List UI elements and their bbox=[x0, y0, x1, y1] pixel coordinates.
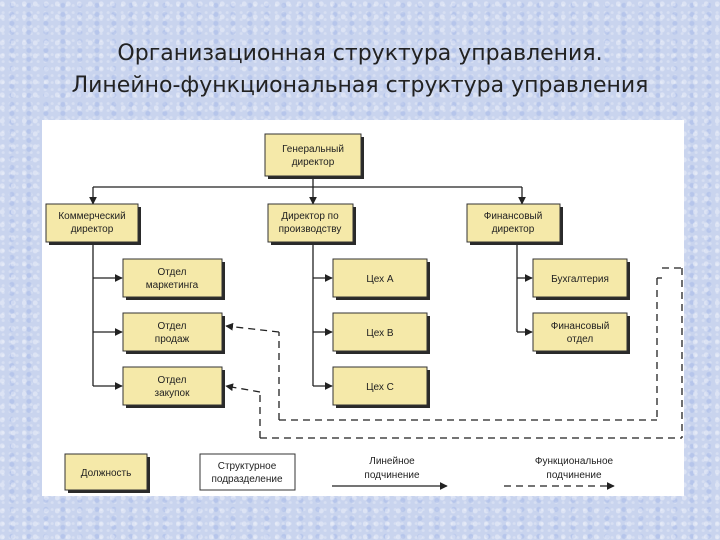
legend-functional-line-1: Функциональное bbox=[535, 456, 614, 467]
general-director-line-1: Генеральный bbox=[282, 144, 344, 155]
accounting-label: Бухгалтерия bbox=[551, 274, 609, 285]
org-chart-panel: Генеральный директор Коммерческий директ… bbox=[42, 120, 684, 496]
title-line-2: Линейно-функциональная структура управле… bbox=[71, 73, 649, 98]
finance-dept-line-2: отдел bbox=[567, 334, 594, 345]
legend-functional: Функциональное подчинение bbox=[504, 456, 615, 490]
org-chart-diagram: Генеральный директор Коммерческий директ… bbox=[45, 133, 683, 493]
box-marketing-department: Отдел маркетинга bbox=[122, 258, 225, 300]
legend-position-label: Должность bbox=[81, 468, 132, 479]
box-finance-department: Финансовый отдел bbox=[532, 312, 630, 354]
general-director-line-2: директор bbox=[292, 157, 335, 168]
legend: Должность Структурное подразделение Лине… bbox=[64, 453, 615, 493]
legend-linear-line-2: подчинение bbox=[364, 470, 420, 481]
shop-b-label: Цех В bbox=[366, 328, 394, 339]
linear-connectors bbox=[89, 176, 533, 390]
marketing-line-2: маркетинга bbox=[146, 280, 199, 291]
box-shop-c: Цех С bbox=[332, 366, 430, 408]
box-commercial-director: Коммерческий директор bbox=[45, 203, 141, 245]
sales-line-1: Отдел bbox=[158, 321, 187, 332]
box-shop-b: Цех В bbox=[332, 312, 430, 354]
box-shop-a: Цех А bbox=[332, 258, 430, 300]
shop-c-label: Цех С bbox=[366, 382, 394, 393]
sales-line-2: продаж bbox=[155, 334, 190, 345]
legend-linear: Линейное подчинение bbox=[332, 456, 448, 490]
production-director-line-2: производству bbox=[279, 224, 342, 235]
commercial-director-line-1: Коммерческий bbox=[58, 211, 125, 222]
finance-director-line-2: директор bbox=[492, 224, 535, 235]
legend-position-box: Должность bbox=[64, 453, 150, 493]
functional-connectors bbox=[225, 267, 683, 439]
purchasing-line-2: закупок bbox=[155, 388, 191, 399]
box-sales-department: Отдел продаж bbox=[122, 312, 225, 354]
title-line-1: Организационная структура управления. bbox=[117, 41, 603, 66]
production-director-line-1: Директор по bbox=[281, 211, 339, 222]
commercial-director-line-2: директор bbox=[71, 224, 114, 235]
slide-title: Организационная структура управления. Ли… bbox=[0, 38, 720, 102]
finance-dept-line-1: Финансовый bbox=[551, 321, 610, 332]
legend-unit-line-2: подразделение bbox=[211, 474, 283, 485]
legend-linear-line-1: Линейное bbox=[369, 456, 415, 467]
box-finance-director: Финансовый директор bbox=[466, 203, 563, 245]
box-general-director: Генеральный директор bbox=[264, 133, 364, 179]
legend-functional-line-2: подчинение bbox=[546, 470, 602, 481]
box-purchasing-department: Отдел закупок bbox=[122, 366, 225, 408]
shop-a-label: Цех А bbox=[366, 274, 394, 285]
legend-unit-box: Структурное подразделение bbox=[199, 453, 296, 491]
finance-director-line-1: Финансовый bbox=[484, 211, 543, 222]
legend-unit-line-1: Структурное bbox=[218, 461, 277, 472]
box-production-director: Директор по производству bbox=[267, 203, 356, 245]
marketing-line-1: Отдел bbox=[158, 267, 187, 278]
purchasing-line-1: Отдел bbox=[158, 375, 187, 386]
box-accounting: Бухгалтерия bbox=[532, 258, 630, 300]
